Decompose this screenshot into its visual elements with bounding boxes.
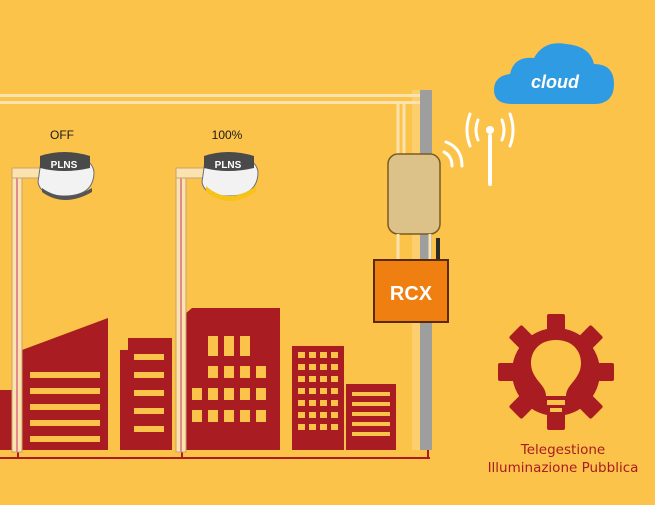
lamp-brand-on: PLNS [215,160,242,171]
cloud-label: cloud [531,72,580,92]
rcx-controller: RCX [373,238,449,323]
lamp-brand-off: PLNS [51,160,78,171]
antenna-icon [465,112,515,186]
lamp-status-on: 100% [212,128,243,142]
lamp-status-off: OFF [50,128,74,142]
junction-box [387,153,441,260]
street-lamp-on: 100% PLNS [175,128,259,453]
city-skyline [0,308,396,450]
logo-caption-line1: Telegestione [520,442,605,458]
cloud-icon: cloud [494,43,614,104]
rcx-label: RCX [390,283,433,305]
street-lamp-off: OFF PLNS [11,128,95,453]
signal-waves-icon [442,140,464,168]
logo-caption-line2: Illuminazione Pubblica [488,460,639,476]
gear-lightbulb-icon [498,314,614,430]
overhead-cables [0,94,428,104]
